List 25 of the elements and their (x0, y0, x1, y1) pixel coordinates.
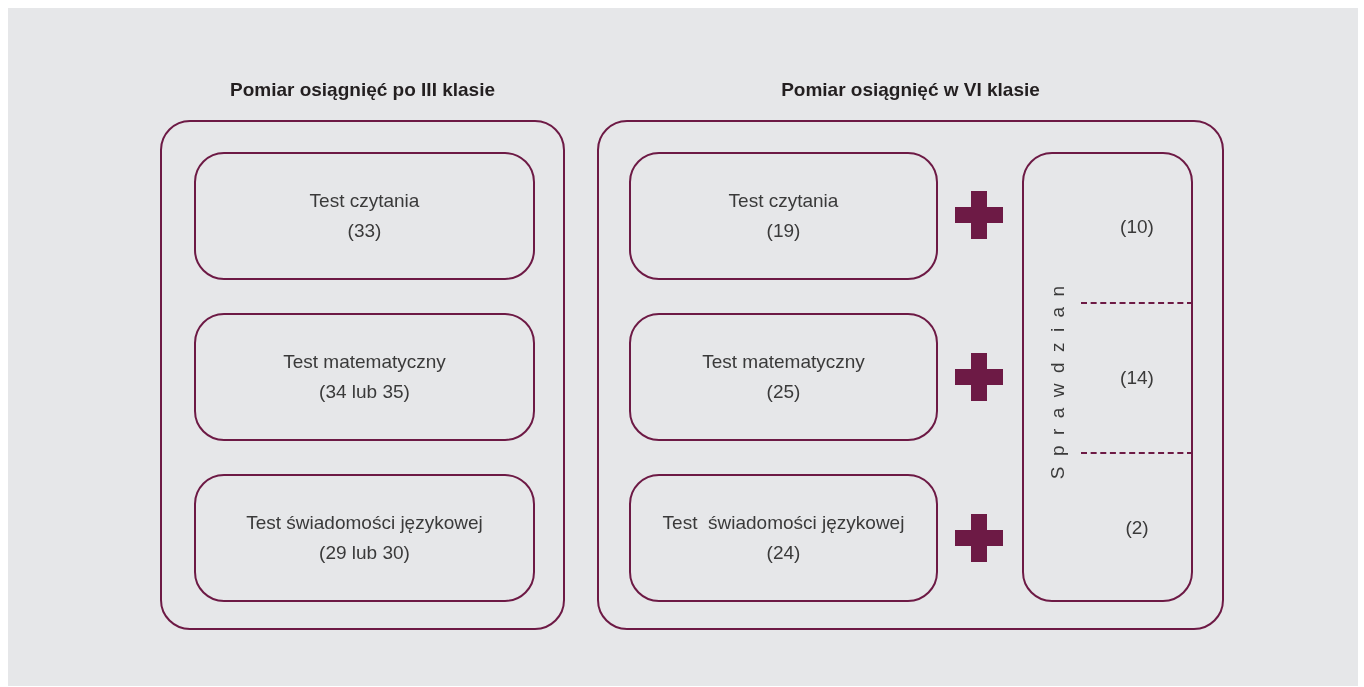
test-box (629, 474, 938, 602)
test-name: Test czytania (728, 189, 839, 213)
exam-box (1022, 152, 1193, 602)
test-box (629, 313, 938, 441)
test-box (194, 474, 535, 602)
score-text: (25) (766, 380, 801, 404)
test-box (629, 152, 938, 280)
group-heading: Pomiar osiągnięć w VI klasie (780, 78, 1041, 102)
vertical-label: Sprawdzian (1045, 275, 1069, 479)
test-name: Test matematyczny (283, 350, 446, 374)
score-text: (2) (1125, 515, 1149, 540)
score-text: (19) (766, 219, 801, 243)
test-name: Test świadomości językowej (246, 511, 483, 535)
test-box (194, 313, 535, 441)
score-text: (33) (347, 219, 382, 243)
score-text: (14) (1120, 365, 1154, 390)
group-heading: Pomiar osiągnięć po III klasie (228, 78, 496, 102)
score-text: (10) (1120, 214, 1154, 239)
score-text: (34 lub 35) (319, 380, 410, 404)
test-box (194, 152, 535, 280)
score-text: (29 lub 30) (319, 541, 410, 565)
test-name: Test świadomości językowej (662, 511, 905, 535)
test-name: Test czytania (309, 189, 420, 213)
test-name: Test matematyczny (702, 350, 865, 374)
score-text: (24) (766, 541, 801, 565)
